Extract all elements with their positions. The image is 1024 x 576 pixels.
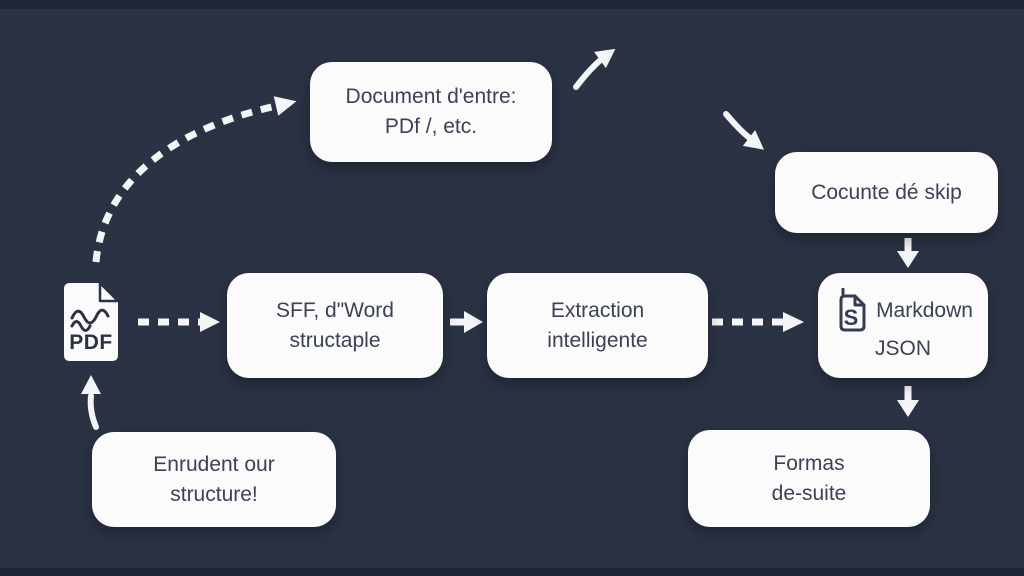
pdf-file-label: PDF: [69, 331, 113, 354]
json-file-icon: S: [833, 287, 871, 334]
arrow-extraction-to-output: [712, 312, 804, 332]
arrow-source-to-extraction: [450, 311, 483, 333]
node-extraction-line1: Extraction: [550, 298, 645, 322]
node-output-line2: JSON: [874, 336, 931, 360]
node-skip-note: Cocunte dé skip: [775, 152, 998, 233]
node-output-formats-line2: de-suite: [771, 481, 847, 505]
arrow-pdf-to-source: [138, 312, 220, 332]
node-source-formats-line2: structaple: [289, 328, 381, 352]
arrow-pdf-to-input: [92, 96, 297, 263]
node-source-formats: SFF, d"Word structaple: [227, 273, 443, 378]
node-output-line1: Markdown: [876, 298, 973, 322]
node-input-document-line1: Document d'entre:: [345, 85, 517, 108]
node-output-formats-line1: Formas: [773, 451, 845, 475]
node-enrich-note-line2: structure!: [170, 482, 258, 506]
arrow-down-to-skip: [723, 111, 764, 150]
node-skip-note-label: Cocunte dé skip: [811, 180, 962, 204]
node-enrich-note-line1: Enrudent our: [153, 452, 275, 476]
node-output-formats: Formas de-suite: [688, 430, 930, 527]
node-output: S Markdown JSON: [818, 273, 988, 378]
node-extraction-line2: intelligente: [547, 328, 648, 352]
json-file-letter: S: [844, 305, 859, 330]
pdf-file-icon: PDF: [58, 281, 124, 363]
arrow-enrich-to-pdf: [81, 375, 101, 430]
arrow-input-up-right: [573, 48, 616, 90]
arrow-output-to-formats: [897, 386, 919, 417]
node-input-document-line2: PDf /, etc.: [384, 115, 478, 138]
node-enrich-note: Enrudent our structure!: [92, 432, 336, 527]
node-input-document: Document d'entre: PDf /, etc.: [310, 62, 552, 162]
arrow-skip-to-output: [897, 238, 919, 268]
node-extraction: Extraction intelligente: [487, 273, 708, 378]
node-source-formats-line1: SFF, d"Word: [276, 298, 394, 322]
